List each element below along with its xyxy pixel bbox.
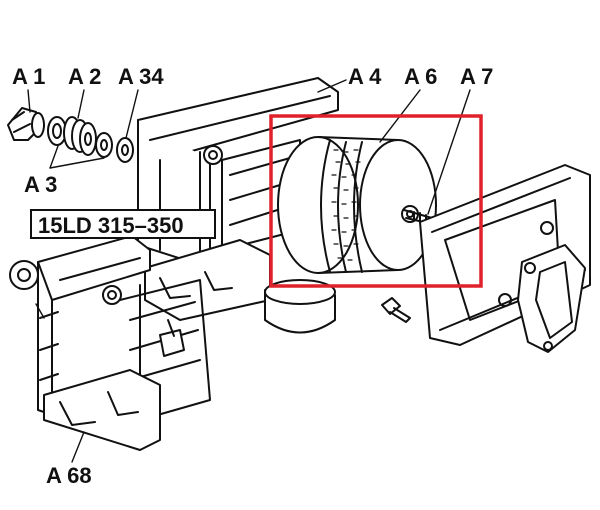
callout-a4: A 4 [348, 64, 382, 89]
connector-fitting-part [7, 107, 45, 141]
highlight-rectangle [269, 114, 483, 288]
model-label: 15LD 315–350 [38, 213, 184, 238]
gasket [517, 244, 586, 353]
filter-perforations [331, 149, 361, 261]
callout-a34: A 34 [118, 64, 164, 89]
lower-filter-housing [9, 235, 211, 451]
callout-a2: A 2 [68, 64, 102, 89]
callout-a1: A 1 [12, 64, 46, 89]
bellows-sleeve-part [63, 116, 97, 156]
callout-a6: A 6 [404, 64, 438, 89]
callout-a7: A 7 [460, 64, 494, 89]
callout-a68: A 68 [46, 463, 92, 488]
leader-lines-left [27, 89, 139, 169]
filter-cartridge [277, 136, 437, 274]
callout-a3: A 3 [24, 172, 58, 197]
screw [381, 297, 411, 323]
washer-part [95, 132, 134, 163]
model-label-box: 15LD 315–350 [30, 209, 216, 239]
